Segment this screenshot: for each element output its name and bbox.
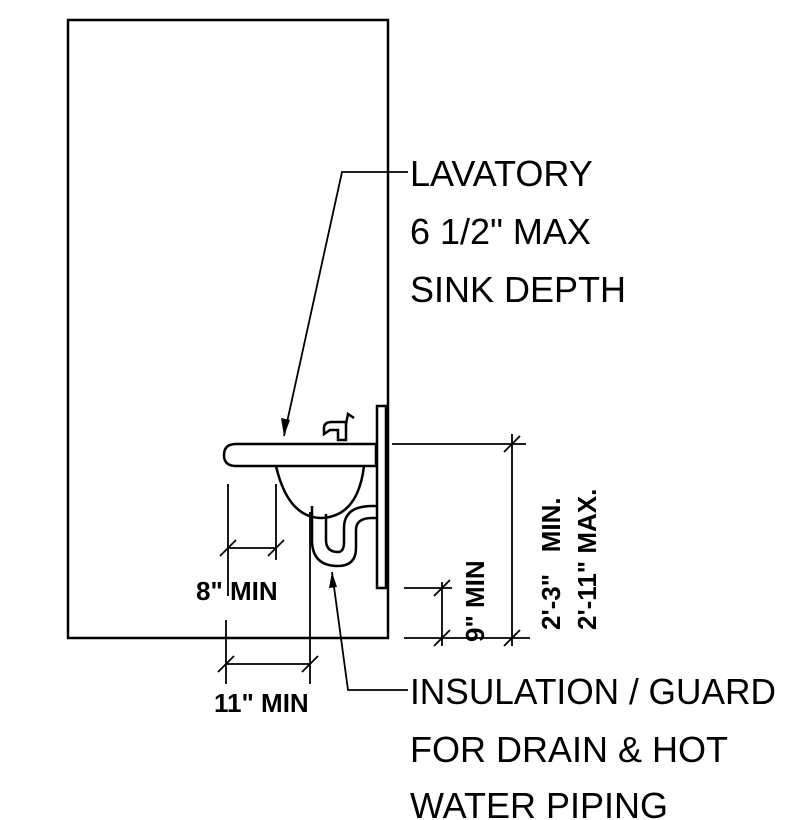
- insulation-arrowhead: [329, 572, 337, 588]
- tick-height-bottom: [503, 629, 521, 647]
- faucet-handle: [344, 411, 355, 425]
- sink-bowl: [274, 465, 366, 520]
- lavatory-leader: [283, 171, 408, 437]
- insulation-leader: [331, 571, 408, 691]
- drain-trap: [310, 506, 376, 568]
- dim-text-height-max: 2'-11" MAX.: [572, 489, 602, 630]
- wall-panel: [66, 18, 390, 640]
- tick-8-right: [267, 539, 285, 557]
- tick-11-right: [301, 655, 319, 673]
- insulation-callout-line2: FOR DRAIN & HOT: [410, 729, 728, 770]
- back-plate: [375, 404, 388, 590]
- lavatory-arrowhead: [281, 418, 290, 436]
- dim-text-8-min: 8" MIN: [196, 576, 278, 606]
- insulation-callout-line1: INSULATION / GUARD: [410, 671, 776, 712]
- insulation-callout-line3: WATER PIPING: [410, 785, 668, 820]
- lavatory-callout-line3: SINK DEPTH: [410, 269, 626, 310]
- countertop: [222, 442, 378, 468]
- lavatory-callout-line2: 6 1/2" MAX: [410, 211, 591, 252]
- tick-8-left: [219, 539, 237, 557]
- drain-trap-inner: [324, 504, 376, 554]
- tick-9-top: [433, 579, 451, 597]
- tick-9-bottom: [433, 629, 451, 647]
- lavatory-callout-line1: LAVATORY: [410, 153, 593, 194]
- faucet: [322, 420, 348, 442]
- tick-11-left: [217, 655, 235, 673]
- dim-text-height-min: 2'-3" MIN.: [536, 497, 566, 630]
- dim-text-11-min: 11" MIN: [214, 688, 309, 718]
- tick-height-top: [503, 435, 521, 453]
- dim-text-9-min: 9" MIN: [460, 560, 490, 642]
